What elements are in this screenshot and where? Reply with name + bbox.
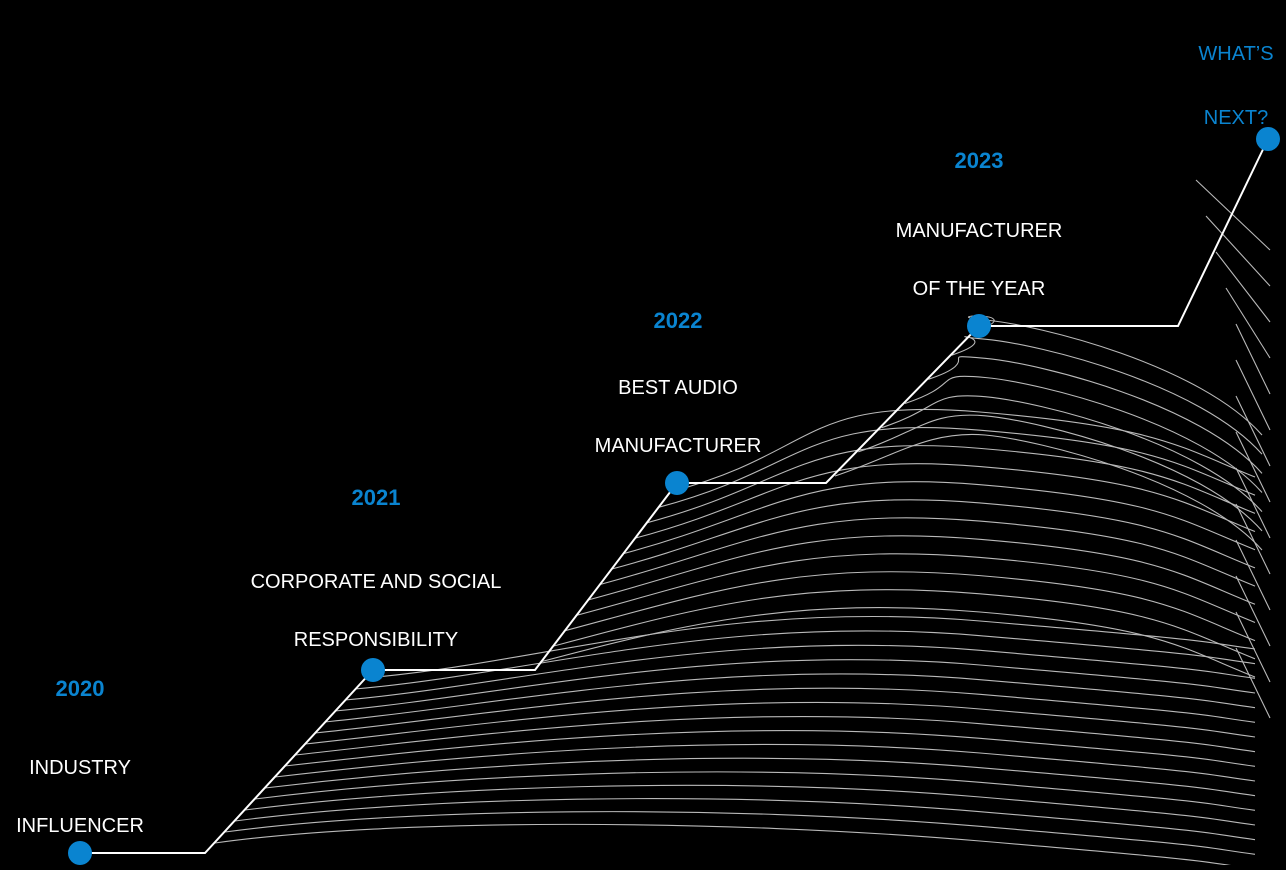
hatch-line [904, 375, 1263, 493]
hatch-line [1235, 611, 1271, 683]
hatch-line [1235, 431, 1271, 503]
award-line: MANUFACTURER [895, 220, 1063, 242]
milestone-dot [68, 841, 92, 865]
hatch-line [214, 823, 1232, 865]
hatch-line [324, 673, 1256, 723]
milestone-year-2020: 2020 [55, 676, 105, 701]
hatch-line [1235, 503, 1271, 575]
hatch-line [1235, 647, 1271, 719]
hatch-line [834, 433, 1263, 551]
hatch-line [563, 571, 1256, 642]
hatch-line [294, 715, 1256, 756]
milestone-year-2021: 2021 [351, 485, 401, 510]
hatch-line [1235, 467, 1271, 539]
hatch-line [1215, 251, 1271, 323]
award-line: INDUSTRY [29, 757, 131, 779]
award-line: BEST AUDIO [618, 377, 738, 399]
milestone-award-2020: INDUSTRY INFLUENCER [0, 725, 190, 870]
hatch-line [344, 644, 1256, 701]
hatch-line [634, 463, 1256, 539]
hatch-line [284, 729, 1256, 767]
hatch-line [1195, 179, 1271, 251]
hatch-line [858, 414, 1263, 532]
hatch-line [364, 615, 1256, 679]
hatch-line [610, 499, 1256, 570]
milestone-year-2023: 2023 [954, 148, 1004, 173]
hatch-line [881, 395, 1263, 513]
hatch-line [334, 659, 1256, 712]
hatch-line [1225, 287, 1271, 359]
hatch-line [314, 687, 1256, 734]
hatch-line [224, 811, 1256, 855]
award-line: INFLUENCER [16, 815, 144, 837]
milestone-year-2022: 2022 [653, 308, 703, 333]
hatch-line [539, 607, 1256, 678]
award-line: MANUFACTURER [594, 435, 762, 457]
hatch-line [304, 701, 1256, 745]
next-milestone-dot [1256, 127, 1280, 151]
hatch-line [575, 553, 1256, 623]
award-line: CORPORATE AND SOCIAL [250, 571, 502, 593]
hatch-line [622, 481, 1256, 555]
milestone-dot [967, 314, 991, 338]
hatch-line [1205, 215, 1271, 287]
milestone-dots [68, 127, 1280, 865]
hatch-line [669, 408, 1256, 493]
award-line: RESPONSIBILITY [293, 629, 459, 651]
hatch-line [968, 315, 1263, 436]
hatch-line [551, 589, 1256, 660]
hatch-line [658, 427, 1256, 508]
hatch-line [1235, 575, 1271, 647]
hatch-lines [214, 179, 1271, 865]
whats-next-line: WHAT’S [1198, 43, 1274, 65]
hatch-line [354, 630, 1256, 690]
hatch-line [1235, 359, 1271, 431]
hatch-line [646, 445, 1256, 524]
milestone-dot [665, 471, 689, 495]
hatch-line [274, 743, 1256, 782]
hatch-line [1235, 323, 1271, 395]
hatch-line [264, 757, 1256, 797]
hatch-line [587, 535, 1256, 605]
whats-next-label: WHAT’S NEXT? [1176, 6, 1286, 166]
milestone-award-2021: CORPORATE AND SOCIAL RESPONSIBILITY [196, 539, 556, 684]
milestone-award-2022: BEST AUDIO MANUFACTURER [538, 345, 818, 490]
milestone-dot [361, 658, 385, 682]
hatch-line [951, 336, 1263, 455]
hatch-line [928, 356, 1263, 474]
award-line: OF THE YEAR [912, 278, 1046, 300]
hatch-line [254, 771, 1256, 811]
whats-next-line: NEXT? [1203, 107, 1269, 129]
hatch-line [598, 517, 1256, 587]
hatch-line [244, 784, 1256, 826]
hatch-line [1235, 539, 1271, 611]
hatch-line [1235, 395, 1271, 467]
milestone-award-2023: MANUFACTURER OF THE YEAR [839, 188, 1119, 333]
hatch-line [234, 798, 1256, 841]
